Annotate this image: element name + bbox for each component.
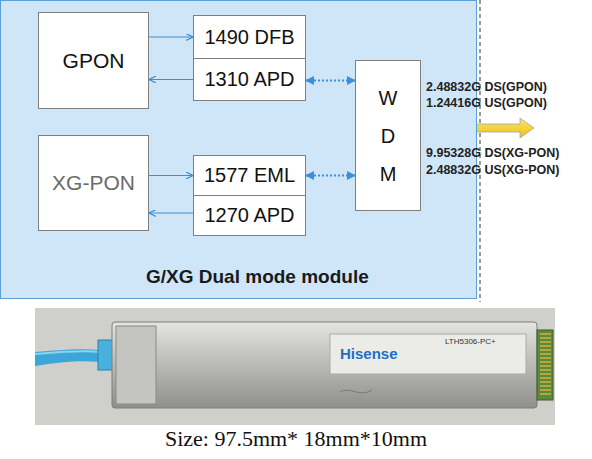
photo-background [35, 308, 555, 425]
box-label: XG-PON [52, 171, 135, 195]
gold-fingers [540, 334, 551, 394]
gpon-block: GPON [38, 12, 149, 109]
box-label: 1270 APD [204, 204, 294, 227]
laser-box: 1577 EML [193, 155, 306, 196]
box-label: GPON [63, 49, 125, 73]
laser-box: 1490 DFB [193, 15, 306, 59]
wdm-box: W D M [355, 60, 421, 211]
box-label: 1577 EML [204, 164, 295, 187]
signal-arrow [149, 79, 193, 80]
module-photo [35, 308, 555, 425]
rate-label: 9.95328G DS(XG-PON) [426, 146, 559, 160]
part-number: LTH5306-PC+ [445, 337, 496, 346]
rate-label: 2.48832G US(XG-PON) [426, 163, 559, 177]
signal-arrow [149, 212, 193, 213]
detector-box: 1270 APD [193, 195, 306, 236]
box-label: 1490 DFB [204, 26, 294, 49]
pcb-edge [537, 330, 553, 400]
cable-highlight [35, 351, 100, 354]
module-title: G/XG Dual mode module [146, 266, 369, 288]
signal-arrow [306, 175, 355, 177]
box-label: W D M [377, 79, 399, 193]
signal-arrow [149, 175, 193, 176]
rate-label: 2.48832G DS(GPON) [426, 80, 547, 94]
signal-arrow [306, 80, 355, 82]
box-label: 1310 APD [204, 68, 294, 91]
detector-box: 1310 APD [193, 58, 306, 101]
module-body [112, 322, 537, 408]
module-frame: G/XG Dual mode module GPON 1490 DFB 1310 AP… [0, 0, 477, 299]
product-label [330, 334, 526, 374]
fiber-cable [35, 349, 100, 366]
signal-arrow [149, 36, 193, 37]
caption: Size: 97.5mm* 18mm*10mm [0, 426, 592, 452]
latch [116, 326, 156, 404]
handwriting [340, 390, 372, 393]
rate-label: 1.24416G US(GPON) [426, 96, 547, 110]
brand-text: Hisense [340, 345, 398, 362]
xgpon-block: XG-PON [38, 135, 149, 231]
